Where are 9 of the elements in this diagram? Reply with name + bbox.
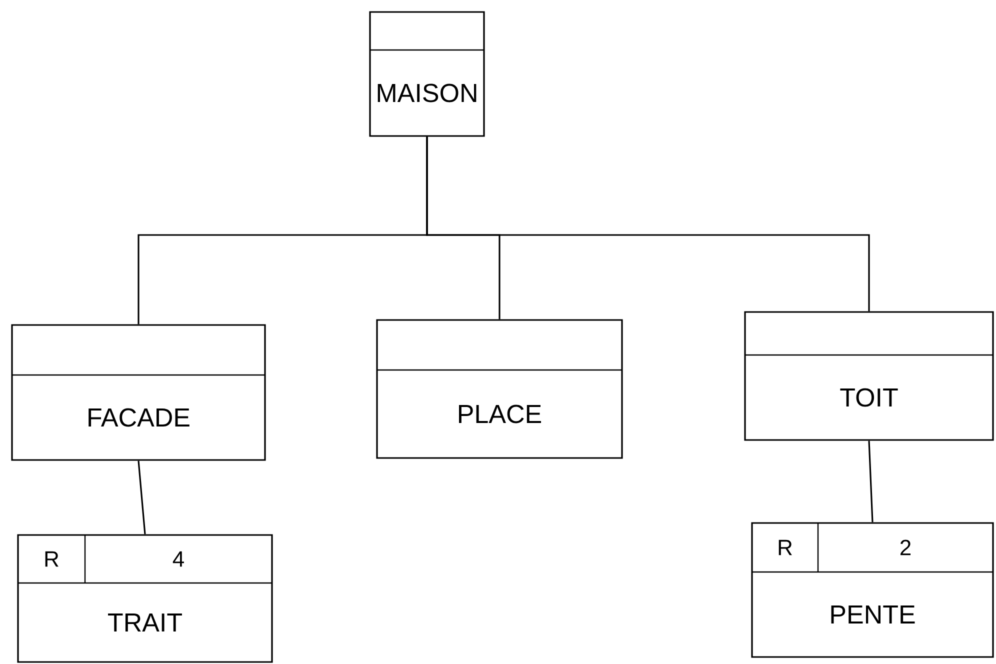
class-box: FACADE xyxy=(11,324,266,461)
connector-line xyxy=(426,136,870,312)
class-box: R 2 PENTE xyxy=(751,522,994,658)
connector-line xyxy=(868,440,874,522)
connector-line xyxy=(138,460,146,534)
class-box: PLACE xyxy=(376,319,623,459)
class-box: TOIT xyxy=(744,311,994,441)
class-box: R 4 TRAIT xyxy=(17,534,273,663)
class-box: MAISON xyxy=(369,11,485,137)
